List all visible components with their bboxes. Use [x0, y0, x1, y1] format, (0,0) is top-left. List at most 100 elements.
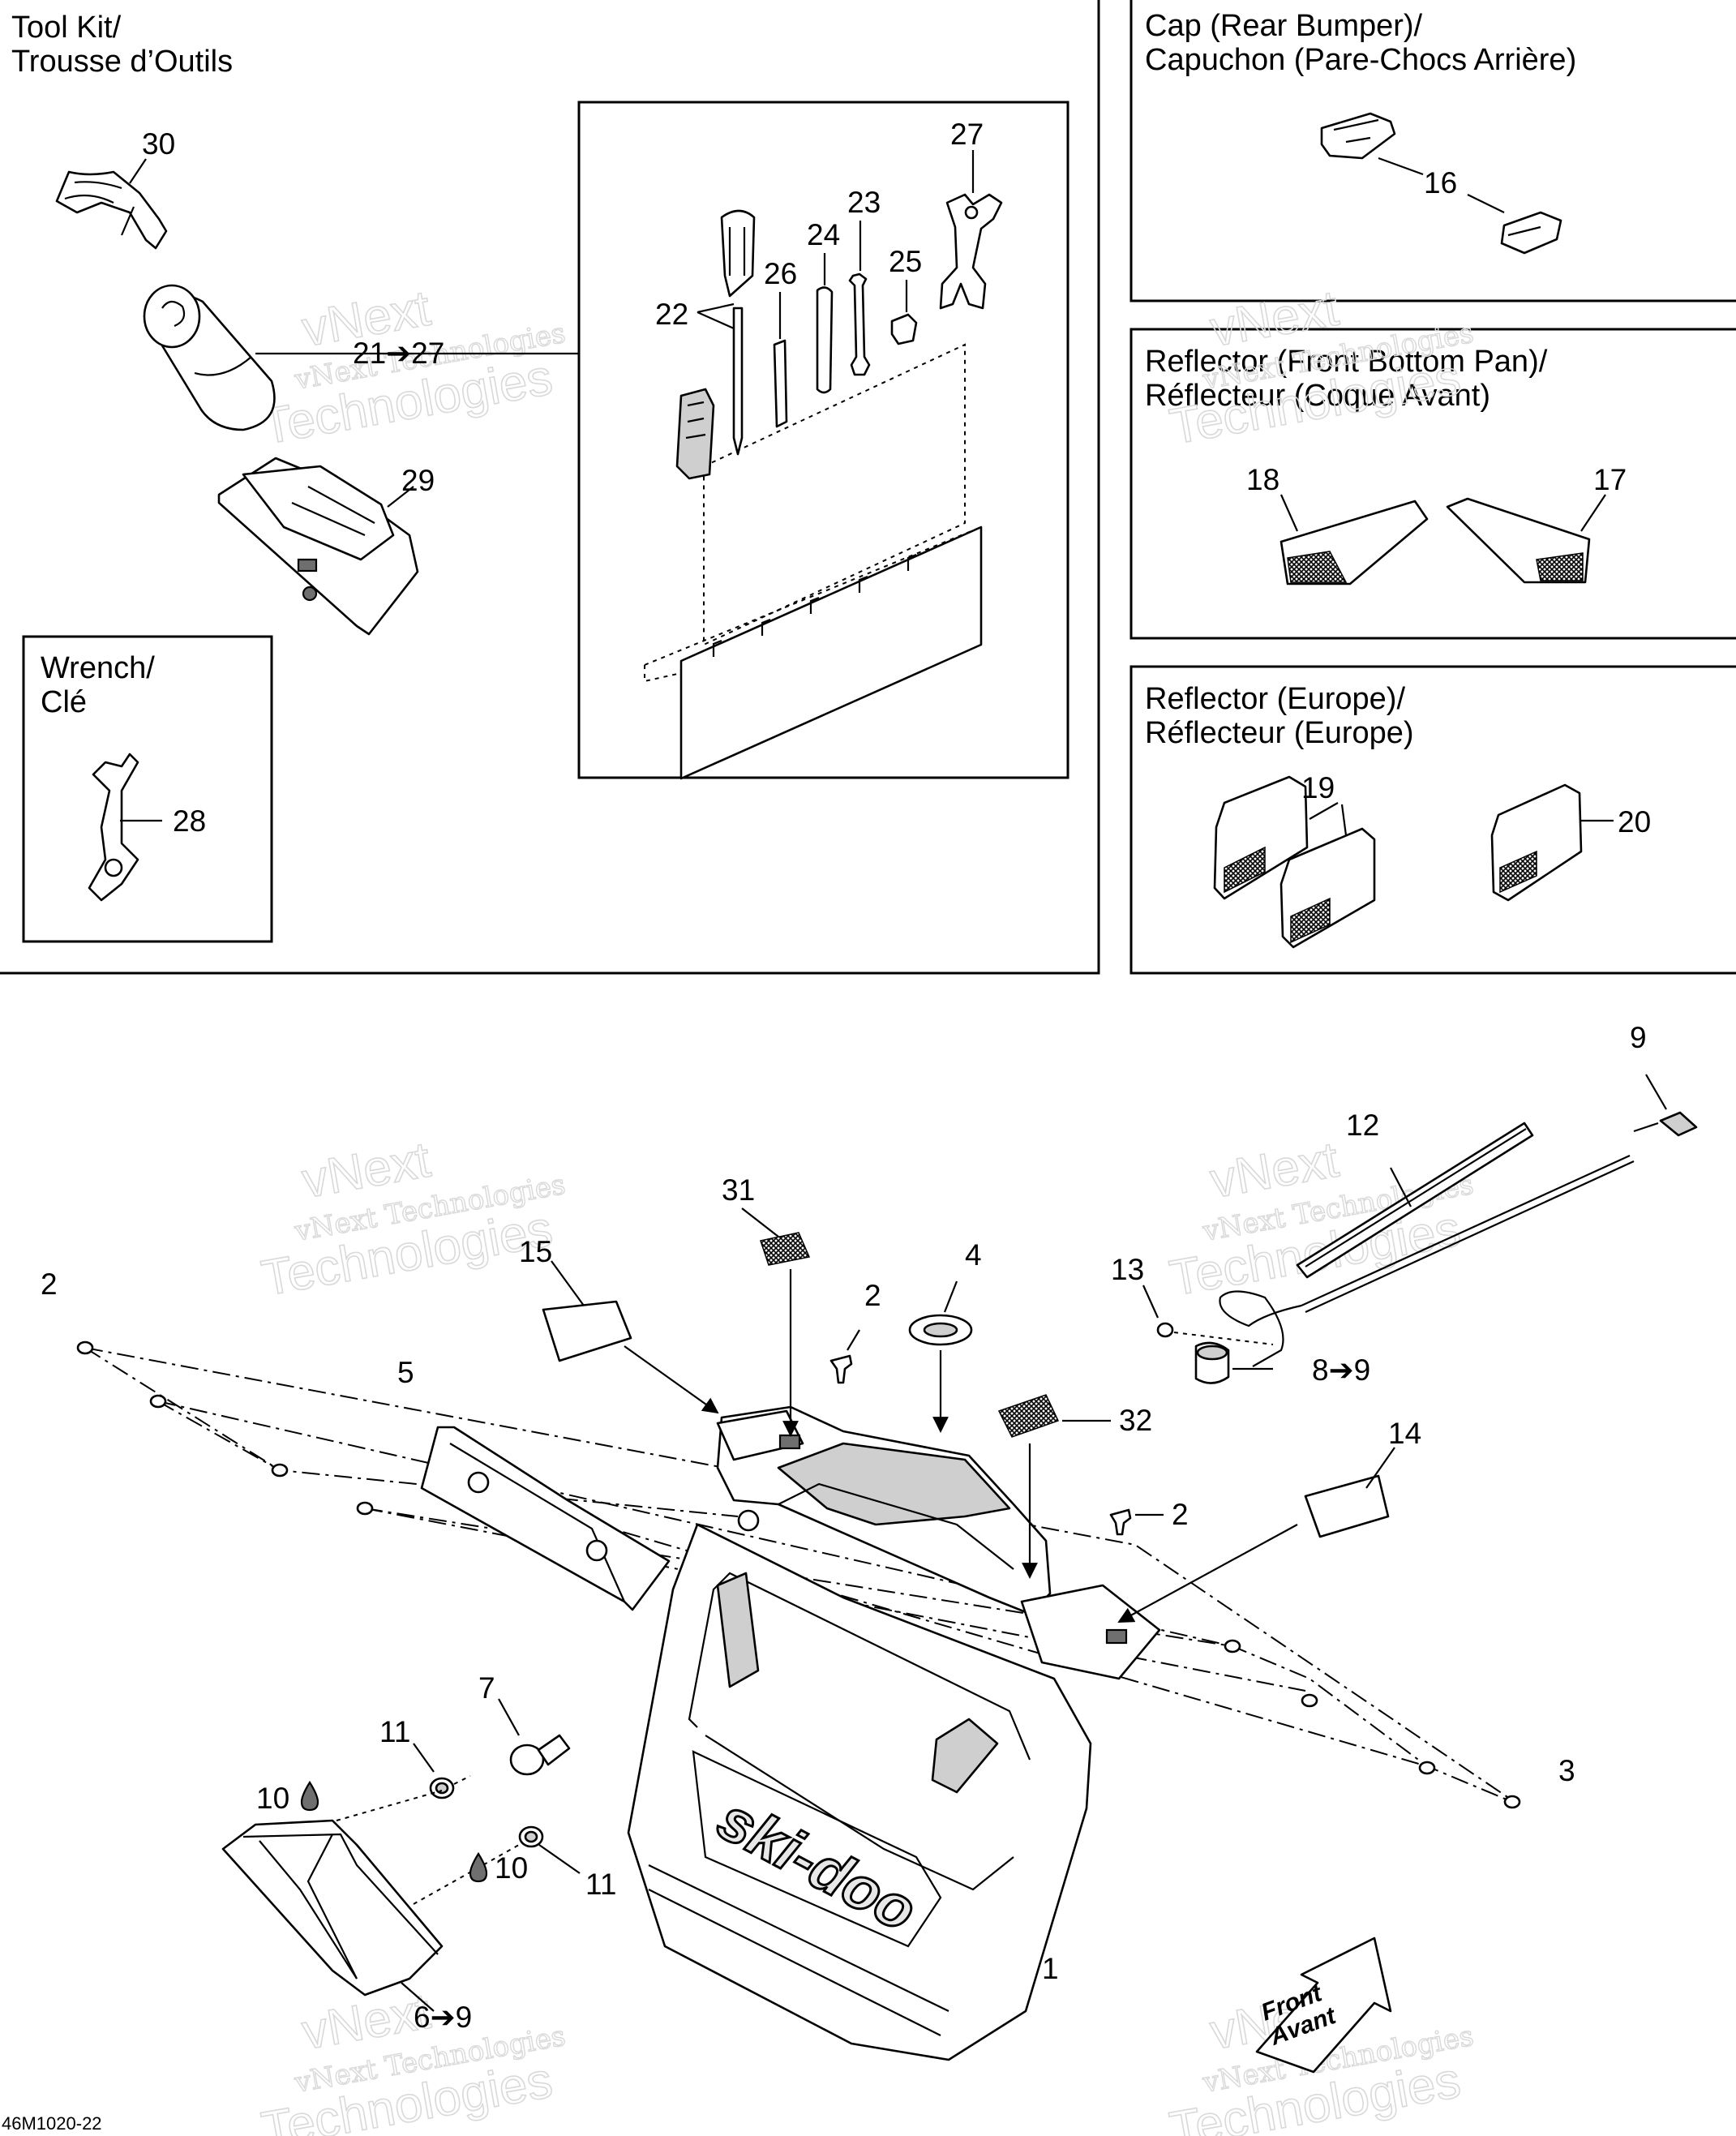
reflector-europe-parts	[1213, 775, 1614, 949]
callout-8-9: 8➔9	[1312, 1353, 1370, 1387]
callout-2-top: 2	[864, 1279, 881, 1312]
part-7-bulb	[498, 1698, 571, 1776]
part-28-wrench	[88, 753, 162, 902]
part-8-socket-wire	[1219, 1290, 1302, 1367]
part-32-label	[997, 1394, 1060, 1438]
part-9-harness	[1301, 1154, 1635, 1313]
droplet-icon	[469, 1851, 488, 1883]
callout-15: 15	[519, 1235, 552, 1268]
part-11-grommet-lower	[518, 1825, 581, 1874]
callout-11-upper: 11	[379, 1715, 410, 1748]
tool-kit-title-line1: Tool Kit/	[11, 11, 122, 45]
callout-20: 20	[1618, 805, 1651, 839]
droplet-icon	[300, 1780, 319, 1812]
part-22-screwdriver	[675, 209, 756, 480]
callout-19: 19	[1301, 771, 1335, 804]
callout-10-left: 10	[256, 1782, 289, 1815]
toolkit-inner-box	[577, 101, 1069, 779]
part-27-multi-tool	[939, 150, 1003, 310]
part-2-screw-right	[1109, 1508, 1132, 1536]
callout-11-lower: 11	[585, 1868, 616, 1901]
reference-code: 46M1020-22	[2, 2113, 102, 2134]
reflector-front-title-line1: Reflector (Front Bottom Pan)/	[1145, 345, 1548, 379]
callout-5: 5	[397, 1356, 414, 1389]
callout-23: 23	[847, 186, 881, 219]
callout-2-left: 2	[41, 1267, 58, 1301]
direction-arrow: Front Avant	[1255, 1937, 1392, 2074]
callout-25: 25	[889, 245, 922, 278]
part-3-washer	[1418, 1761, 1436, 1775]
cap-title-line1: Cap (Rear Bumper)/	[1145, 9, 1423, 43]
toolkit-board	[644, 343, 983, 780]
wrench-box	[22, 635, 273, 943]
part-3-washer	[1224, 1639, 1241, 1653]
callout-12: 12	[1346, 1109, 1379, 1142]
tool-kit-title-line2: Trousse d’Outils	[11, 45, 233, 79]
part-26-bit	[773, 292, 788, 428]
wrench-title: Wrench/ Clé	[41, 651, 163, 719]
part-30-strap	[55, 158, 168, 250]
part-2-screw-top	[829, 1354, 853, 1384]
part-11-grommet-upper	[413, 1743, 471, 1799]
callout-13: 13	[1111, 1253, 1144, 1286]
part-16-cap-left	[1320, 112, 1396, 160]
part-14-label	[1304, 1474, 1390, 1538]
cap-parts	[1320, 112, 1562, 255]
callout-4: 4	[965, 1238, 982, 1272]
callout-27: 27	[950, 118, 984, 151]
callout-28: 28	[173, 804, 206, 838]
part-25-clip	[890, 280, 918, 345]
part-2-screw	[356, 1501, 374, 1516]
tool-kit-title: Tool Kit/ Trousse d’Outils	[11, 11, 233, 79]
callout-24: 24	[807, 218, 840, 251]
part-6-tail-light	[221, 1790, 520, 2012]
reflector-front-title: Reflector (Front Bottom Pan)/ Réflecteur…	[1145, 345, 1556, 413]
callout-29: 29	[401, 464, 435, 497]
reflector-front-parts	[1279, 494, 1606, 585]
callout-3: 3	[1558, 1754, 1575, 1787]
wrench-title-line1: Wrench/	[41, 651, 155, 685]
part-9-connector	[1659, 1111, 1698, 1137]
part-2-screw	[76, 1340, 94, 1355]
part-31-label	[760, 1232, 811, 1266]
callout-16: 16	[1424, 166, 1457, 199]
cap-title-line2: Capuchon (Pare-Chocs Arrière)	[1145, 43, 1576, 77]
callout-17: 17	[1593, 463, 1627, 496]
reflector-europe-title-line2: Réflecteur (Europe)	[1145, 716, 1414, 750]
part-21-27-tool-roll	[143, 284, 579, 431]
callout-7: 7	[478, 1671, 495, 1705]
part-23-open-wrench	[848, 221, 871, 376]
reflector-europe-title-line1: Reflector (Europe)/	[1145, 682, 1405, 716]
callout-21-27: 21➔27	[353, 337, 444, 370]
part-2-screw	[271, 1463, 289, 1478]
callout-1: 1	[1042, 1952, 1059, 1985]
panel-frames	[0, 0, 1736, 975]
callout-30: 30	[142, 127, 175, 161]
wrench-title-line2: Clé	[41, 685, 87, 719]
callout-numbers: 30 21➔27 29 28 27 23 24 25 26 22 16 18 1…	[2, 118, 1651, 2134]
part-24-feeler-gauge	[816, 253, 834, 394]
part-3-washer	[1301, 1693, 1318, 1708]
part-5-bracket	[420, 1426, 671, 1611]
reflector-europe-title: Reflector (Europe)/ Réflecteur (Europe)	[1145, 682, 1414, 750]
part-15-label	[542, 1300, 632, 1362]
callout-2-right: 2	[1172, 1498, 1189, 1531]
main-assembly: ski-doo	[76, 1074, 1698, 2074]
callout-14: 14	[1388, 1417, 1421, 1450]
reflector-front-title-line2: Réflecteur (Coque Avant)	[1145, 379, 1490, 413]
cap-title: Cap (Rear Bumper)/ Capuchon (Pare-Chocs …	[1145, 9, 1576, 77]
callout-32: 32	[1119, 1404, 1152, 1437]
part-3-washer	[1503, 1795, 1521, 1809]
part-29-tool-bag	[217, 457, 419, 636]
tool-kit-parts	[55, 150, 1003, 902]
callout-31: 31	[722, 1173, 755, 1207]
callout-10-right: 10	[495, 1851, 528, 1885]
part-2-screw	[149, 1394, 167, 1409]
part-13-nut	[1156, 1322, 1174, 1338]
callout-22: 22	[655, 298, 688, 331]
callout-18: 18	[1246, 463, 1279, 496]
callout-26: 26	[764, 257, 797, 290]
callout-9: 9	[1630, 1021, 1647, 1054]
